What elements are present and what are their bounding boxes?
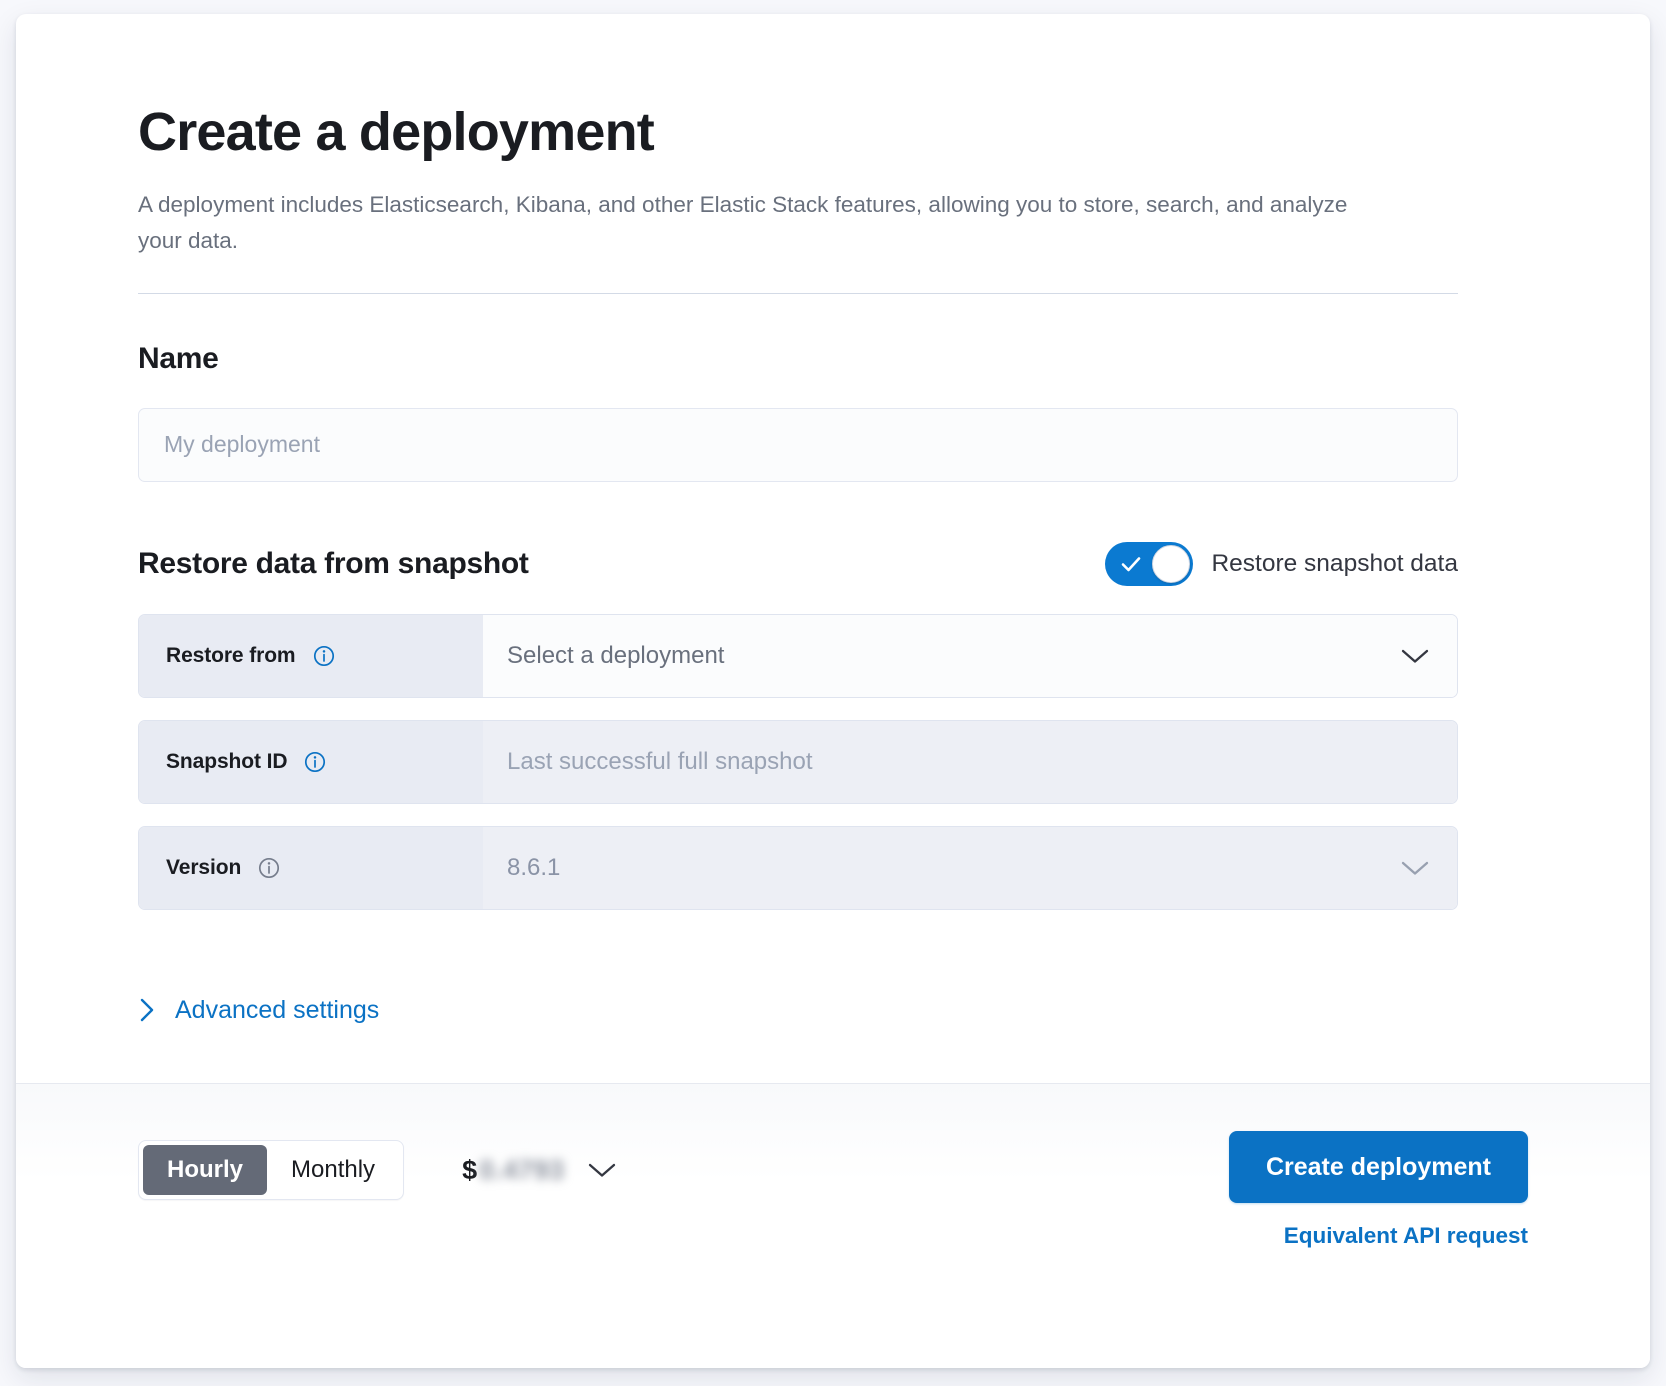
- restore-from-control[interactable]: Select a deployment: [483, 614, 1457, 697]
- name-section: Name My deployment: [138, 342, 1458, 482]
- info-circle-icon[interactable]: [313, 645, 335, 667]
- restore-snapshot-toggle[interactable]: [1105, 541, 1194, 586]
- snapshot-id-control[interactable]: Last successful full snapshot: [483, 720, 1457, 803]
- info-circle-icon[interactable]: [304, 751, 326, 773]
- version-control[interactable]: 8.6.1: [483, 826, 1457, 909]
- restore-snapshot-toggle-group[interactable]: Restore snapshot data: [1105, 541, 1458, 586]
- price-amount: 0.4793: [479, 1154, 565, 1185]
- create-deployment-card: Create a deployment A deployment include…: [16, 14, 1650, 1368]
- card-footer: Hourly Monthly $ 0.4793 Create: [16, 1083, 1650, 1368]
- version-label-cell: Version: [139, 826, 483, 909]
- page-subtitle: A deployment includes Elasticsearch, Kib…: [138, 191, 1348, 254]
- snapshot-id-row[interactable]: Snapshot ID Last successful full snapsho…: [138, 719, 1458, 804]
- restore-snapshot-toggle-label: Restore snapshot data: [1211, 549, 1458, 577]
- restore-heading: Restore data from snapshot: [138, 546, 529, 580]
- equivalent-api-request-link[interactable]: Equivalent API request: [1283, 1223, 1528, 1248]
- page-title: Create a deployment: [138, 102, 655, 162]
- version-value: 8.6.1: [507, 853, 561, 881]
- version-row[interactable]: Version 8.6.1: [138, 825, 1458, 910]
- snapshot-id-label-cell: Snapshot ID: [139, 720, 483, 803]
- chevron-down-icon[interactable]: [1400, 647, 1430, 665]
- deployment-name-placeholder: My deployment: [164, 431, 320, 458]
- version-label: Version: [166, 855, 242, 879]
- chevron-right-icon: [140, 998, 154, 1022]
- content-column: Create a deployment A deployment include…: [138, 104, 1458, 1028]
- header-divider: [138, 292, 1458, 294]
- check-icon: [1122, 556, 1141, 571]
- price-value: $ 0.4793: [462, 1155, 565, 1186]
- restore-from-label: Restore from: [166, 643, 296, 667]
- toggle-knob: [1152, 544, 1191, 583]
- restore-from-value: Select a deployment: [507, 641, 725, 669]
- restore-section-header: Restore data from snapshot Restore snaps…: [138, 541, 1458, 586]
- create-deployment-button[interactable]: Create deployment: [1228, 1131, 1528, 1203]
- chevron-down-icon[interactable]: [1400, 859, 1430, 877]
- footer-right: Create deployment Equivalent API request: [1228, 1131, 1528, 1249]
- deployment-name-input[interactable]: My deployment: [138, 407, 1458, 482]
- chevron-down-icon[interactable]: [587, 1161, 617, 1179]
- footer-left: Hourly Monthly $ 0.4793: [138, 1131, 617, 1200]
- snapshot-id-value: Last successful full snapshot: [507, 747, 813, 775]
- advanced-settings-toggle[interactable]: Advanced settings: [138, 996, 379, 1025]
- restore-form-rows: Restore from Select a deployment: [138, 613, 1458, 910]
- price-currency: $: [462, 1154, 478, 1185]
- name-heading: Name: [138, 341, 219, 375]
- advanced-settings-label: Advanced settings: [175, 995, 380, 1024]
- info-circle-icon[interactable]: [258, 857, 280, 879]
- restore-from-row[interactable]: Restore from Select a deployment: [138, 613, 1458, 698]
- price-display[interactable]: $ 0.4793: [462, 1155, 617, 1186]
- card-body: Create a deployment A deployment include…: [16, 14, 1650, 1083]
- footer-inner: Hourly Monthly $ 0.4793 Create: [138, 1131, 1528, 1249]
- billing-period-segmented-control[interactable]: Hourly Monthly: [138, 1140, 405, 1200]
- snapshot-id-label: Snapshot ID: [166, 749, 288, 773]
- restore-from-label-cell: Restore from: [139, 614, 483, 697]
- billing-option-monthly[interactable]: Monthly: [291, 1156, 376, 1183]
- billing-option-hourly[interactable]: Hourly: [143, 1145, 268, 1195]
